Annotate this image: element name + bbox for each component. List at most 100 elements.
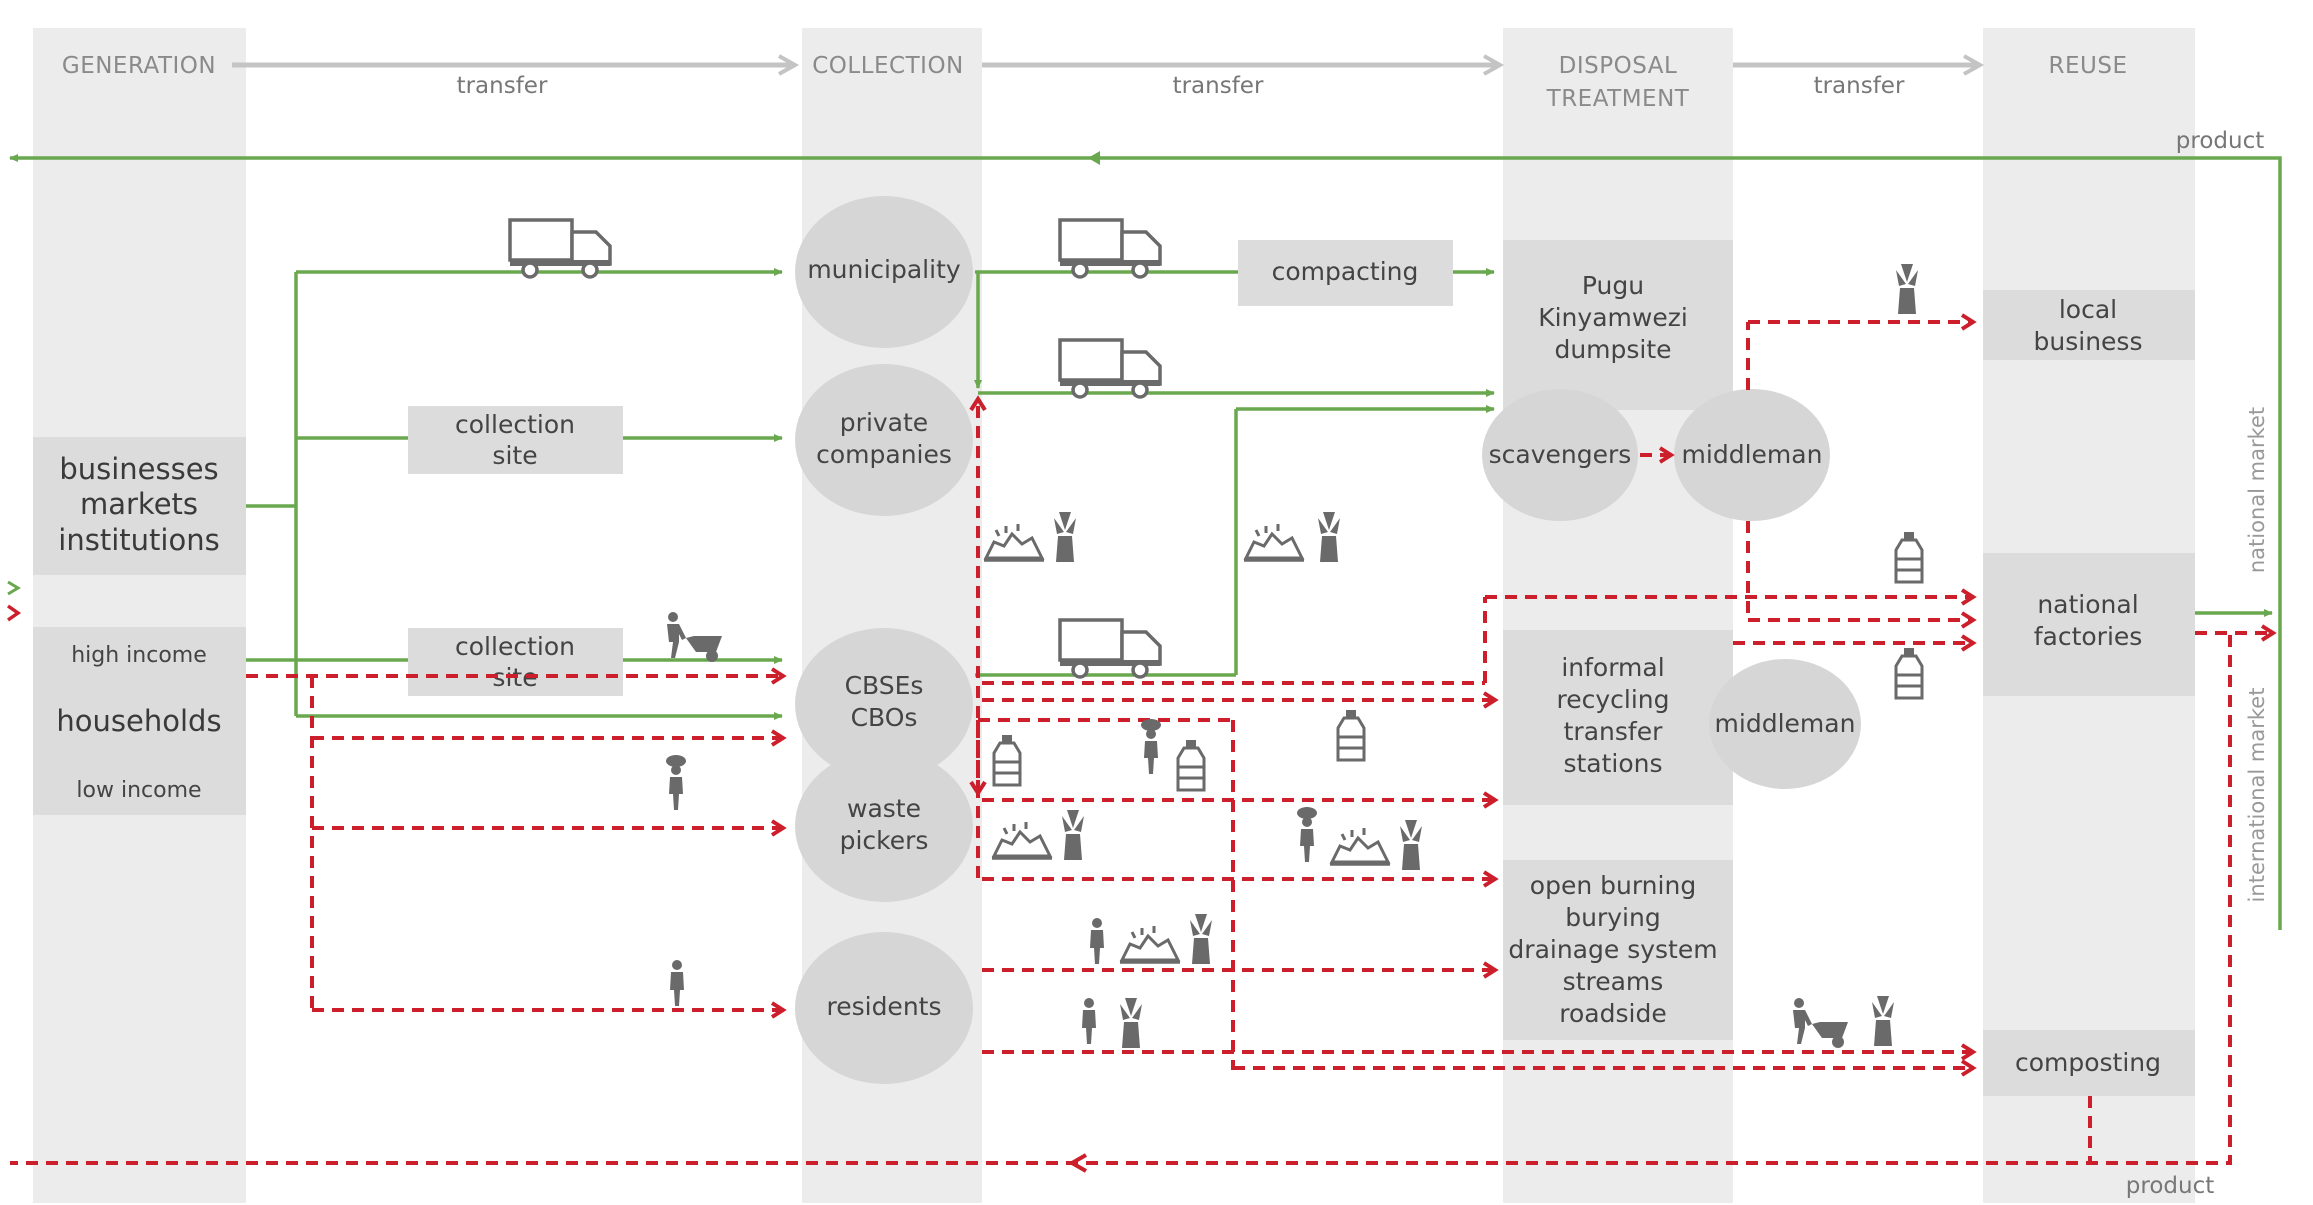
compost-plant-icon: [1872, 996, 1894, 1046]
truck-icon: [1058, 338, 1162, 399]
transfer-label-1: transfer: [457, 73, 548, 99]
private-companies-node: [795, 364, 973, 516]
waste-picker-icon: [1141, 719, 1161, 774]
local-business-box: [1983, 290, 2195, 360]
cbses-line1: CBSEs: [845, 671, 924, 700]
scavengers-node: [1482, 389, 1638, 521]
dumpsite-line1: Pugu: [1582, 271, 1644, 300]
compacting-box: [1238, 240, 1453, 306]
generation-column: [33, 28, 246, 1203]
scavengers-label: scavengers: [1489, 440, 1632, 469]
person-icon: [670, 960, 684, 1006]
collection-site-2-line1: collection: [455, 632, 575, 661]
dumpsite-box: [1503, 240, 1733, 410]
open-burning-line3: drainage system: [1508, 935, 1717, 964]
waste-picker-icon: [666, 755, 686, 810]
informal-flows: [246, 313, 2277, 1163]
bottle-icon: [1894, 646, 1924, 700]
header-generation: GENERATION: [62, 53, 216, 79]
informal-line2: recycling: [1556, 685, 1669, 714]
composting-box: [1983, 1030, 2195, 1096]
informal-line3: transfer: [1564, 717, 1663, 746]
transfer-label-3: transfer: [1814, 73, 1905, 99]
header-collection: COLLECTION: [812, 53, 964, 79]
waste-pile-icon: [1328, 826, 1392, 866]
cart-icon: [667, 612, 722, 662]
dumpsite-line3: dumpsite: [1554, 335, 1671, 364]
product-loop-formal: [9, 154, 2282, 930]
header-disposal: DISPOSAL: [1559, 53, 1678, 79]
middleman-node-1: [1674, 389, 1830, 521]
households-box: [33, 627, 246, 815]
waste-pile-icon: [1242, 522, 1306, 562]
dumpsite-line2: Kinyamwezi: [1538, 303, 1688, 332]
informal-line1: informal: [1561, 653, 1664, 682]
truck-icon: [1058, 618, 1162, 679]
bottle-icon: [1336, 708, 1366, 762]
header-treatment: TREATMENT: [1546, 86, 1690, 112]
cbses-line2: CBOs: [851, 703, 918, 732]
waste-pile-icon: [990, 820, 1054, 860]
compost-plant-icon: [1054, 512, 1076, 562]
open-burning-line5: roadside: [1559, 999, 1666, 1028]
municipality-label: municipality: [807, 255, 961, 284]
bottle-icon: [1894, 530, 1924, 584]
waste-pickers-line2: pickers: [840, 826, 929, 855]
bottle-icon: [1176, 738, 1206, 792]
cbses-node: [795, 628, 973, 780]
open-burning-box: [1503, 860, 1733, 1040]
national-factories-line1: national: [2037, 590, 2138, 619]
informal-recycling-box: [1503, 630, 1733, 805]
composting-label: composting: [2015, 1048, 2161, 1077]
truck-icon: [508, 218, 612, 279]
header-reuse: REUSE: [2049, 53, 2128, 79]
municipality-node: [795, 196, 973, 348]
formal-flows: [246, 268, 2273, 720]
collection-site-1-line1: collection: [455, 410, 575, 439]
waste-pile-icon: [982, 522, 1046, 562]
bottle-icon: [992, 733, 1022, 787]
product-label-bottom: product: [2126, 1173, 2214, 1199]
markets-label: markets: [80, 487, 198, 521]
high-income-label: high income: [71, 643, 207, 668]
compost-plant-icon: [1190, 914, 1212, 964]
label-international-market: international market: [2245, 688, 2269, 903]
label-national-market: national market: [2245, 407, 2269, 573]
collection-site-1-line2: site: [492, 441, 537, 470]
compost-plant-icon: [1318, 512, 1340, 562]
national-factories-line2: factories: [2034, 622, 2143, 651]
truck-icon: [1058, 218, 1162, 279]
compost-plant-icon: [1120, 998, 1142, 1048]
person-icon: [1082, 998, 1096, 1044]
private-companies-line1: private: [840, 408, 928, 437]
residents-node: [795, 932, 973, 1084]
open-burning-line1: open burning: [1530, 871, 1696, 900]
waste-pickers-node: [795, 750, 973, 902]
compost-plant-icon: [1062, 810, 1084, 860]
institutions-label: institutions: [58, 523, 219, 557]
waste-picker-icon: [1297, 807, 1317, 862]
product-label-top: product: [2176, 128, 2264, 154]
waste-pile-icon: [1118, 924, 1182, 964]
middleman-node-2: [1709, 659, 1861, 789]
compost-plant-icon: [1896, 264, 1918, 314]
product-loop-informal: [10, 635, 2232, 1165]
collection-site-box-2: [408, 628, 623, 696]
open-burning-line4: streams: [1563, 967, 1664, 996]
local-business-line2: business: [2034, 327, 2143, 356]
transfer-label-2: transfer: [1173, 73, 1264, 99]
middleman-2-label: middleman: [1715, 709, 1856, 738]
waste-pickers-line1: waste: [847, 794, 921, 823]
collection-site-box-1: [408, 406, 623, 474]
person-icon: [1090, 918, 1104, 964]
residents-label: residents: [826, 992, 941, 1021]
businesses-label: businesses: [59, 452, 218, 486]
businesses-box: [33, 437, 246, 575]
private-companies-line2: companies: [816, 440, 952, 469]
informal-line4: stations: [1563, 749, 1662, 778]
households-label: households: [56, 704, 221, 738]
middleman-1-label: middleman: [1682, 440, 1823, 469]
compost-plant-icon: [1400, 820, 1422, 870]
open-burning-line2: burying: [1565, 903, 1660, 932]
